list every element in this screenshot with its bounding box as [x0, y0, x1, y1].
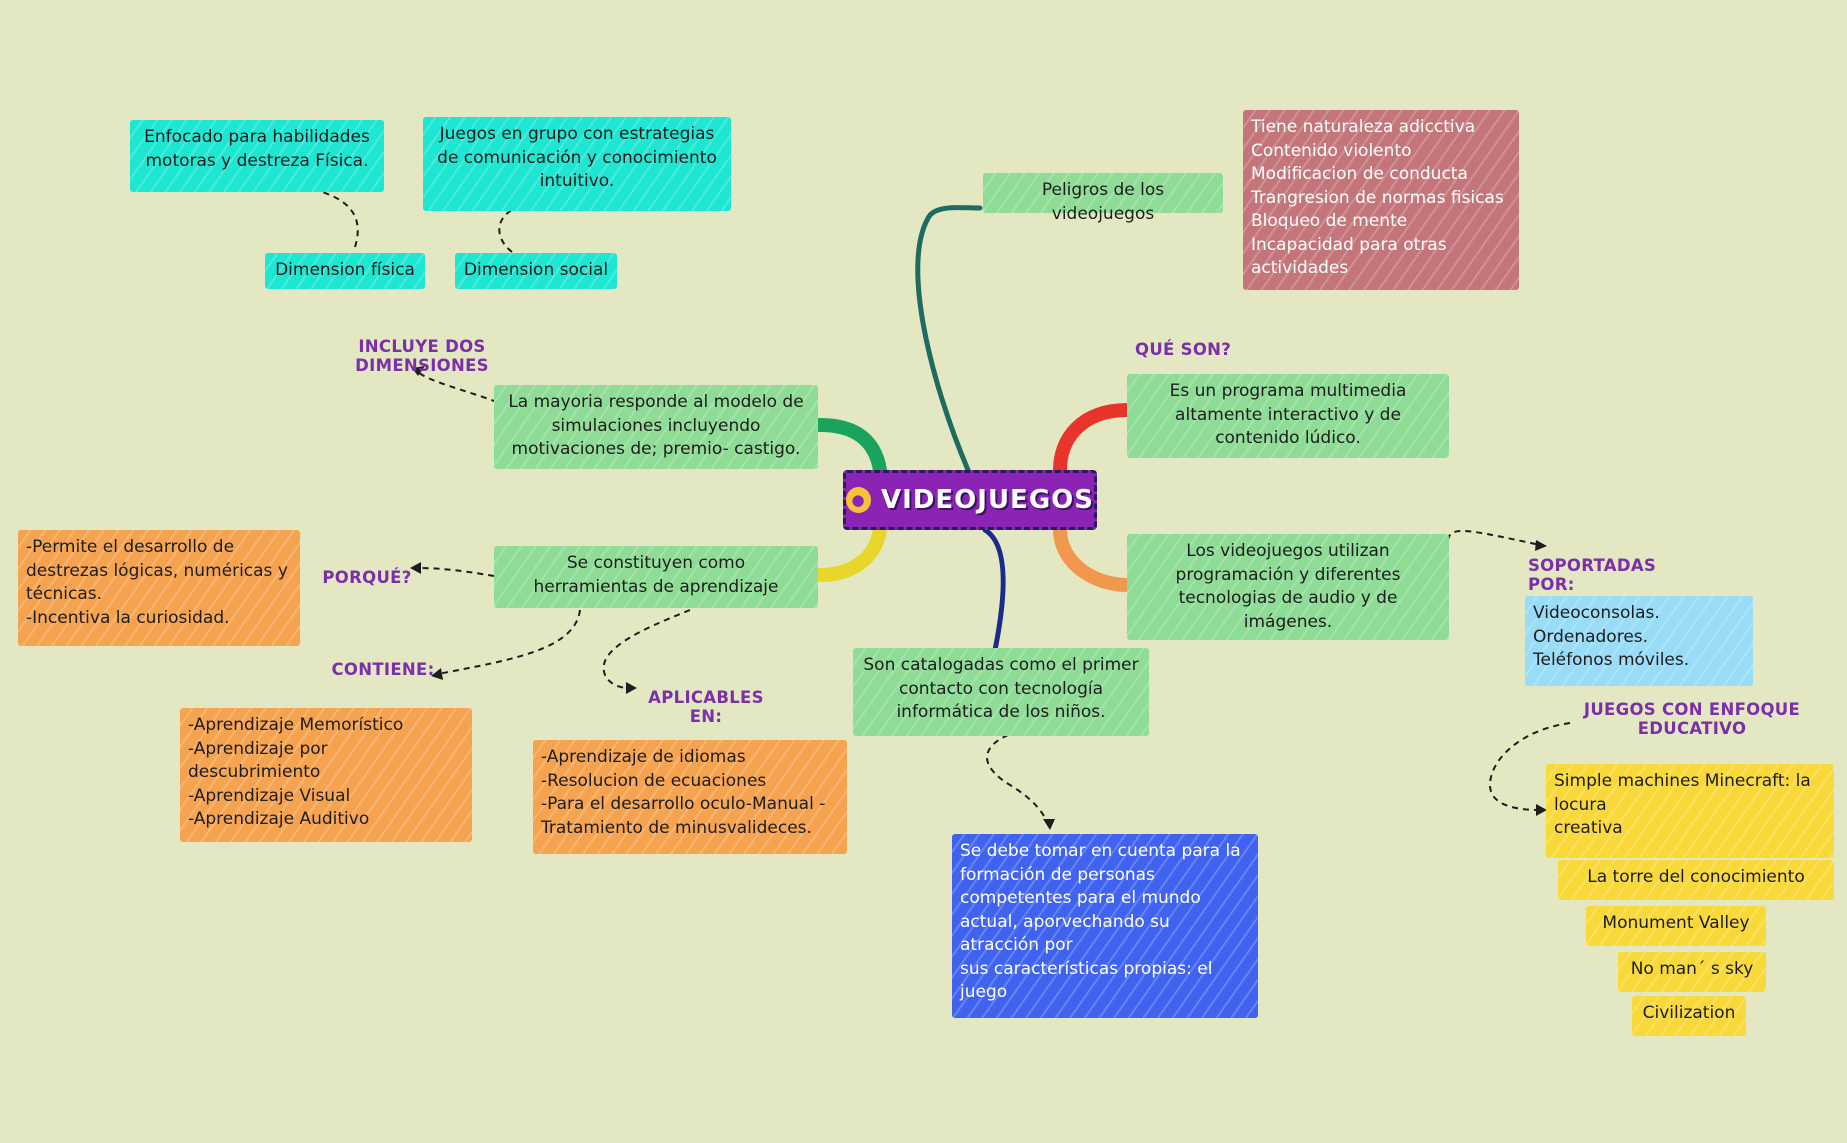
arrow-aplicables — [602, 609, 691, 689]
branch-mayoria — [813, 418, 887, 477]
node-consolas[interactable]: Videoconsolas. Ordenadores. Teléfonos mó… — [1525, 596, 1753, 686]
root-node[interactable]: ● VIDEOJUEGOS — [843, 470, 1097, 530]
node-aplicaciones[interactable]: -Aprendizaje de idiomas -Resolucion de e… — [533, 740, 847, 854]
arrowhead-catalogadas — [1043, 819, 1055, 830]
node-torre[interactable]: La torre del conocimiento — [1558, 860, 1834, 900]
node-nomans[interactable]: No man´ s sky — [1618, 952, 1766, 992]
node-monument[interactable]: Monument Valley — [1586, 906, 1766, 946]
node-grupo[interactable]: Juegos en grupo con estrategias de comun… — [423, 117, 731, 211]
branch-herramientas — [813, 523, 887, 582]
node-habilidades[interactable]: Enfocado para habilidades motoras y dest… — [130, 120, 384, 192]
arrow-fisica — [277, 183, 359, 248]
node-catalogadas[interactable]: Son catalogadas como el primer contacto … — [853, 648, 1149, 736]
arrow-porque — [417, 567, 495, 577]
label-soportadas: SOPORTADAS POR: — [1528, 556, 1657, 594]
label-que-son: QUÉ SON? — [1135, 340, 1232, 359]
arrow-contiene — [437, 609, 581, 675]
branch-que-son — [1053, 403, 1135, 477]
label-dimensiones: INCLUYE DOS DIMENSIONES — [355, 337, 489, 375]
node-tomar[interactable]: Se debe tomar en cuenta para la formació… — [952, 834, 1258, 1018]
node-civilization[interactable]: Civilization — [1632, 996, 1746, 1036]
node-programa[interactable]: Es un programa multimedia altamente inte… — [1127, 374, 1449, 458]
arrowhead-soportadas — [1535, 540, 1547, 551]
root-title: VIDEOJUEGOS — [881, 485, 1094, 515]
arrow-dimensiones — [417, 371, 498, 403]
branch-peligros — [915, 205, 983, 473]
node-dim-fisica[interactable]: Dimension física — [265, 253, 425, 289]
node-permite[interactable]: -Permite el desarrollo de destrezas lógi… — [18, 530, 300, 646]
node-naturaleza[interactable]: Tiene naturaleza adicctiva Contenido vio… — [1243, 110, 1519, 290]
label-enfoque: JUEGOS CON ENFOQUE EDUCATIVO — [1583, 700, 1801, 738]
node-mayoria[interactable]: La mayoria responde al modelo de simulac… — [494, 385, 818, 469]
arrow-catalogadas — [986, 734, 1049, 826]
arrow-soportadas — [1447, 530, 1541, 546]
node-programacion[interactable]: Los videojuegos utilizan programación y … — [1127, 534, 1449, 640]
branch-catalogadas — [982, 527, 1006, 653]
node-herramientas[interactable]: Se constituyen como herramientas de apre… — [494, 546, 818, 608]
node-tipos[interactable]: -Aprendizaje Memorístico -Aprendizaje po… — [180, 708, 472, 842]
branch-programacion — [1053, 523, 1135, 592]
node-dim-social[interactable]: Dimension social — [455, 253, 617, 289]
label-porque: PORQUÉ? — [322, 568, 412, 587]
node-peligros[interactable]: Peligros de los videojuegos — [983, 173, 1223, 224]
node-minecraft[interactable]: Simple machines Minecraft: la locura cre… — [1546, 764, 1834, 858]
label-aplicables: APLICABLES EN: — [648, 688, 764, 726]
label-contiene: CONTIENE: — [331, 660, 435, 679]
gamepad-icon: ● — [846, 487, 872, 513]
